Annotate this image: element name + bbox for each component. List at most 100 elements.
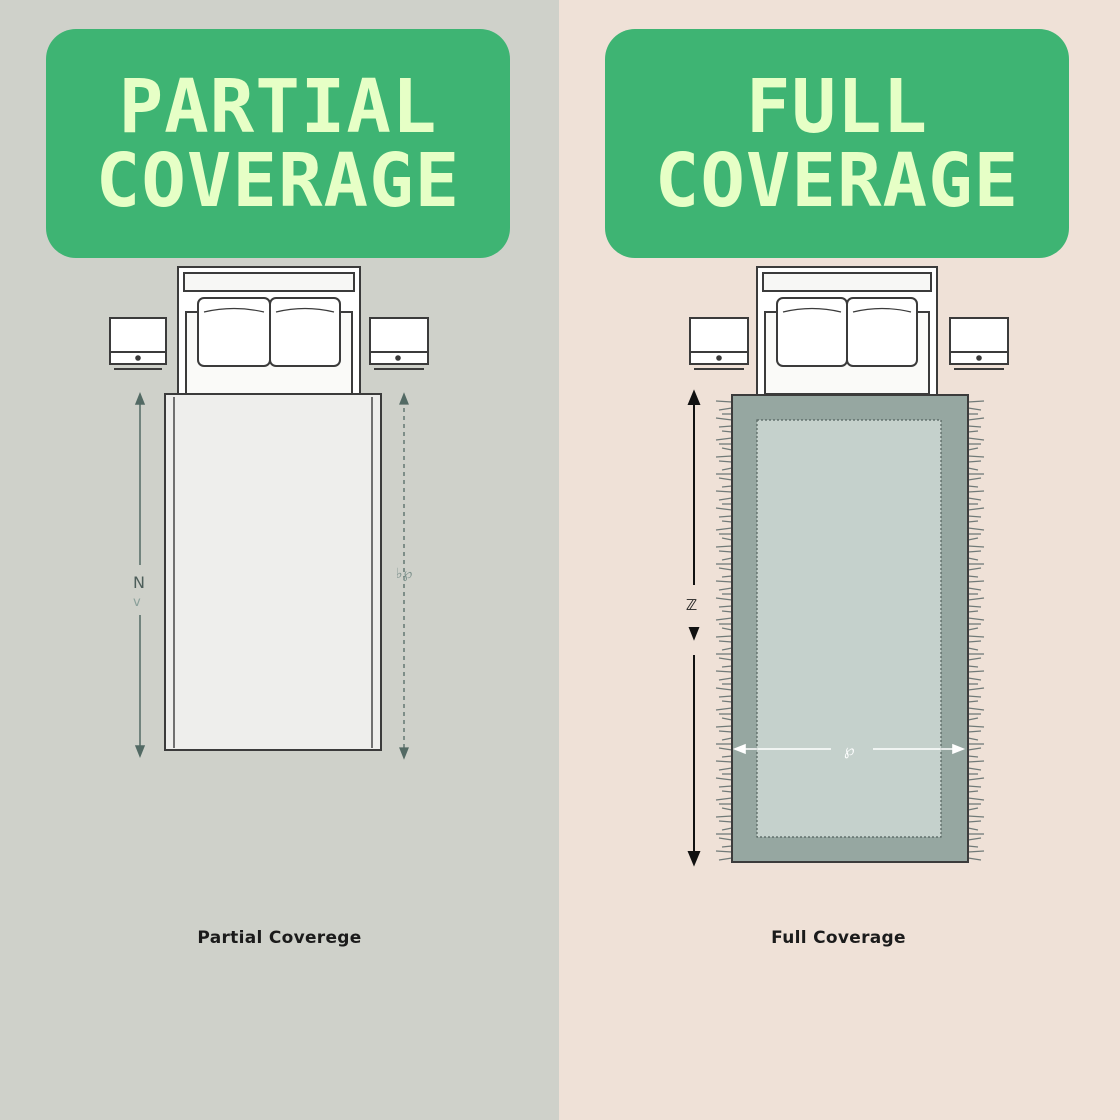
fringe-tassel (718, 407, 733, 411)
rug-fringe-right (967, 400, 985, 861)
fringe-tassel (967, 777, 985, 781)
fringe-tassel (718, 515, 733, 518)
fringe-tassel (967, 707, 985, 711)
full-coverage-panel: FULL COVERAGE (559, 0, 1120, 1120)
fringe-tassel (715, 687, 733, 691)
fringe-tassel (967, 520, 979, 523)
fringe-tassel (967, 657, 982, 661)
full-dim-label-height: ℤ (686, 596, 697, 614)
full-dim-label-width: ℘ (844, 741, 854, 759)
fringe-tassel (715, 455, 733, 458)
fringe-tassel (967, 807, 979, 811)
fringe-tassel (967, 790, 979, 793)
fringe-tassel (715, 400, 733, 403)
fringe-tassel (967, 407, 982, 411)
fringe-tassel (967, 537, 979, 541)
partial-height-dashed-arrow (399, 392, 409, 760)
fringe-tassel (721, 627, 733, 631)
fringe-tassel (967, 400, 985, 403)
partial-dim-label-left-b: v (133, 595, 141, 610)
fringe-tassel (967, 755, 979, 758)
fringe-tassel (967, 425, 982, 428)
fringe-tassel (967, 485, 979, 488)
fringe-tassel (715, 417, 733, 421)
fringe-tassel (967, 820, 982, 823)
bed-icon (756, 266, 938, 396)
fringe-tassel (967, 687, 985, 691)
full-coverage-caption: Full Coverage (771, 928, 906, 948)
fringe-tassel (715, 617, 733, 621)
fringe-tassel (715, 635, 733, 638)
fringe-tassel (967, 785, 982, 788)
fringe-tassel (721, 790, 733, 793)
fringe-tassel (715, 725, 733, 728)
fringe-tassel (718, 747, 733, 751)
bed-icon (177, 266, 361, 396)
fringe-tassel (967, 677, 982, 681)
fringe-tassel (967, 567, 982, 571)
fringe-tassel (721, 430, 733, 433)
fringe-tassel (967, 515, 982, 518)
fringe-tassel (715, 507, 733, 511)
fringe-tassel (967, 665, 979, 668)
fringe-tassel (718, 550, 733, 553)
fringe-tassel (718, 605, 733, 608)
fringe-tassel (967, 767, 982, 771)
fringe-tassel (718, 785, 733, 788)
fringe-tassel (967, 527, 985, 531)
fringe-tassel (967, 760, 985, 763)
fringe-tassel (715, 815, 733, 818)
fringe-tassel (718, 640, 733, 643)
nightstand-right-icon (949, 317, 1009, 370)
fringe-tassel (721, 575, 733, 578)
fringe-tassel (718, 497, 733, 501)
fringe-tassel (967, 815, 985, 818)
fringe-tassel (967, 610, 979, 613)
fringe-tassel (967, 717, 979, 721)
full-coverage-title-badge: FULL COVERAGE (605, 29, 1069, 258)
fringe-tassel (718, 837, 733, 841)
fringe-tassel (721, 717, 733, 721)
full-height-dimension-arrow (687, 389, 701, 867)
fringe-tassel (721, 447, 733, 451)
partial-dim-label-right: ♭℘ (396, 566, 413, 582)
partial-title-line2: COVERAGE (95, 137, 461, 224)
nightstand-left-icon (109, 317, 167, 370)
fringe-tassel (967, 617, 985, 621)
fringe-tassel (967, 837, 982, 841)
full-coverage-diagram: ℘ ℤ (686, 266, 1009, 867)
fringe-tassel (715, 707, 733, 711)
fringe-tassel (715, 580, 733, 583)
fringe-tassel (967, 635, 985, 638)
fringe-tassel (967, 417, 985, 421)
fringe-tassel (967, 747, 982, 751)
fringe-tassel (715, 850, 733, 853)
fringe-tassel (718, 657, 733, 661)
fringe-tassel (967, 700, 979, 703)
fringe-tassel (721, 485, 733, 488)
full-width-dimension-arrow (732, 743, 966, 755)
full-title-line1: FULL (745, 63, 929, 150)
nightstand-left-icon (689, 317, 749, 370)
fringe-tassel (967, 640, 982, 643)
fringe-tassel (721, 537, 733, 541)
fringe-tassel (721, 807, 733, 811)
fringe-tassel (967, 605, 982, 608)
fringe-tassel (718, 460, 733, 463)
fringe-tassel (967, 845, 979, 848)
fringe-tassel (967, 597, 985, 601)
fringe-tassel (967, 497, 982, 501)
fringe-tassel (721, 700, 733, 703)
fringe-tassel (715, 797, 733, 801)
partial-title-line1: PARTIAL (118, 63, 438, 150)
fringe-tassel (967, 695, 982, 698)
full-title-line2: COVERAGE (654, 137, 1020, 224)
fringe-tassel (721, 827, 733, 831)
rug-fringe-left (715, 400, 733, 861)
fringe-tassel (718, 857, 733, 861)
fringe-tassel (967, 507, 985, 511)
fringe-tassel (967, 437, 985, 441)
fringe-tassel (967, 725, 985, 728)
fringe-tassel (967, 467, 979, 471)
fringe-tassel (718, 677, 733, 681)
